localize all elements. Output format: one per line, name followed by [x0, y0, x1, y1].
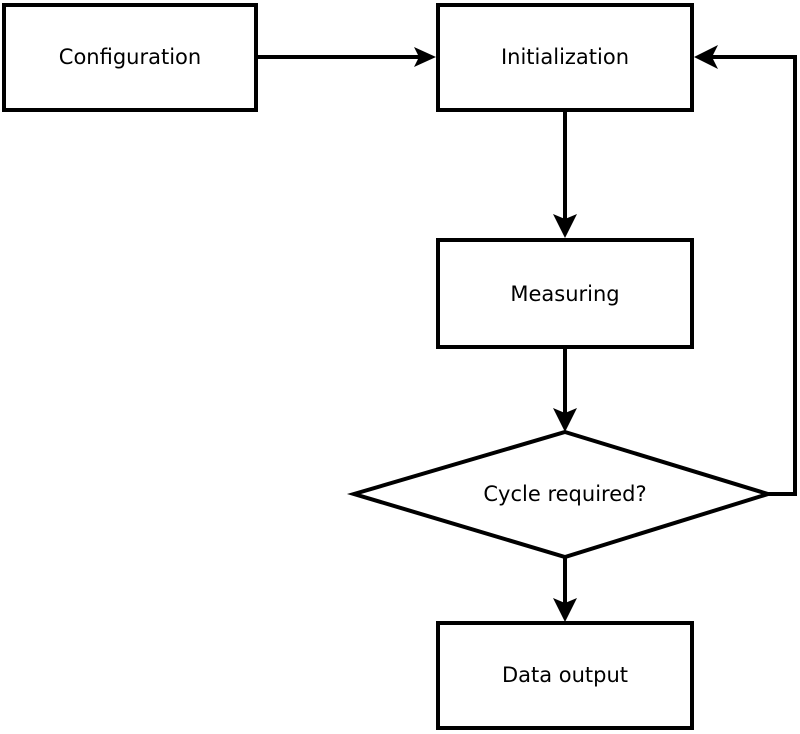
edge-line-cycle-init-feedback	[707, 55, 797, 496]
node-configuration-label: Configuration	[59, 45, 201, 69]
edge-configuration-to-initialization	[258, 47, 436, 67]
edge-cycle-required-to-data-output	[553, 557, 577, 622]
node-measuring-label: Measuring	[510, 282, 619, 306]
arrowhead-cycle-init-feedback	[694, 45, 718, 69]
node-data-output-box[interactable]	[436, 621, 694, 730]
node-cycle-required-label: Cycle required?	[483, 482, 646, 506]
node-cycle-required-diamond[interactable]	[346, 429, 775, 560]
node-configuration-box[interactable]	[2, 3, 258, 112]
node-data-output[interactable]: Data output	[436, 621, 694, 730]
arrowhead-cycle-output	[553, 598, 577, 622]
edge-initialization-to-measuring	[553, 112, 577, 238]
node-data-output-label: Data output	[502, 663, 628, 687]
node-initialization-box[interactable]	[436, 3, 694, 112]
edge-cycle-required-to-initialization-feedback	[694, 45, 797, 496]
node-measuring-box[interactable]	[436, 238, 694, 349]
node-cycle-required[interactable]: Cycle required?	[346, 429, 775, 560]
node-initialization-label: Initialization	[501, 45, 629, 69]
arrowhead-init-measuring	[553, 214, 577, 238]
node-measuring[interactable]: Measuring	[436, 238, 694, 349]
arrowhead-config-init	[414, 47, 436, 67]
node-configuration[interactable]: Configuration	[2, 3, 258, 112]
node-initialization[interactable]: Initialization	[436, 3, 694, 112]
edge-measuring-to-cycle-required	[553, 349, 577, 432]
arrowhead-measuring-cycle	[553, 408, 577, 432]
